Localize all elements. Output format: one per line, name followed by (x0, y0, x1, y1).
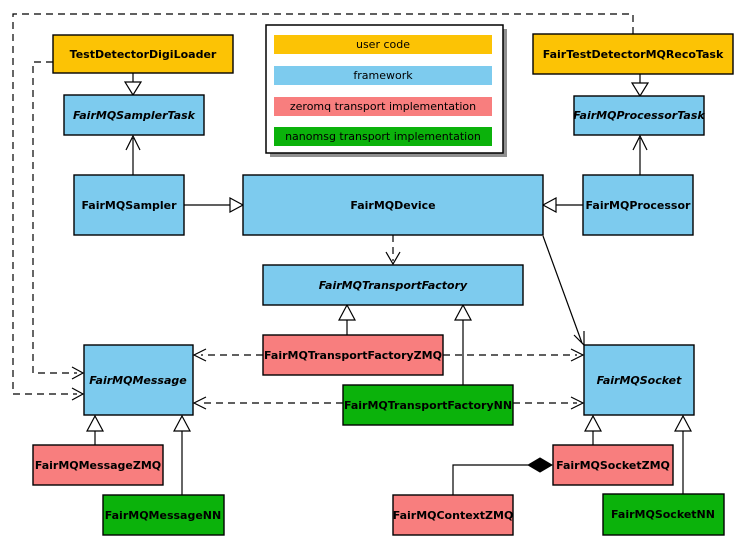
node-fairmqmessagezmq-label: FairMQMessageZMQ (35, 459, 161, 472)
node-fairmqtransportfactoryzmq: FairMQTransportFactoryZMQ (262, 334, 444, 376)
node-fairmqtransportfactoryzmq-box (262, 334, 444, 376)
node-fairmqmessage-label: FairMQMessage (89, 374, 187, 387)
arrowhead-triangle-samplertask (123, 81, 143, 97)
node-fairmqprocessor-label: FairMQProcessor (586, 199, 691, 212)
arrowhead-open-recotask-message (71, 387, 85, 401)
arrowhead-triangle-processortask (630, 82, 650, 98)
node-fairmqcontextzmq-box (392, 494, 514, 536)
arrowhead-open-samplertask (125, 134, 141, 151)
node-testdetectordigiloader-label: TestDetectorDigiLoader (70, 48, 217, 61)
node-fairmqsampler-box (73, 174, 185, 236)
legend-label-nanomsg: nanomsg transport implementation (285, 130, 481, 143)
node-fairmqsocketnn: FairMQSocketNN (602, 493, 725, 536)
node-fairmqsocketzmq: FairMQSocketZMQ (552, 444, 674, 486)
arrowhead-open-socket-left-upper (570, 348, 585, 362)
node-fairmqmessage-box (83, 344, 194, 416)
legend-label-framework: framework (353, 69, 413, 82)
edge-recotask-message-dashed (12, 13, 634, 395)
node-fairmqtransportfactory-box (262, 264, 524, 306)
arrowhead-open-digiloader-message (71, 366, 85, 380)
arrowhead-diamond-socketzmq (527, 457, 553, 473)
node-fairmqprocessor-box (582, 174, 694, 236)
arrowhead-triangle-device-right (541, 196, 557, 214)
edge-socketzmq-contextzmq (452, 464, 528, 495)
arrowhead-open-message-right-upper (192, 348, 207, 362)
legend-label-zeromq: zeromq transport implementation (290, 100, 476, 113)
legend-label-user-code: user code (356, 38, 410, 51)
node-fairmqtransportfactoryzmq-label: FairMQTransportFactoryZMQ (264, 349, 442, 362)
node-fairmqsamplertask: FairMQSamplerTask (63, 94, 205, 136)
node-fairmqsocketnn-box (602, 493, 725, 536)
node-fairmqdevice-label: FairMQDevice (350, 199, 435, 212)
node-fairmqprocessortask-box (573, 95, 705, 136)
legend-swatch-zeromq (274, 97, 492, 116)
node-fairmqmessagenn: FairMQMessageNN (102, 494, 225, 536)
node-fairmqprocessortask-label: FairMQProcessorTask (573, 109, 705, 122)
arrowhead-triangle-factory-nn (454, 303, 472, 321)
node-fairtestdetectormqrecotask-label: FairTestDetectorMQRecoTask (543, 48, 724, 61)
node-fairmqdevice-box (242, 174, 544, 236)
arrowhead-triangle-factory-zmq (338, 303, 356, 321)
arrowhead-open-socket-left-lower (570, 396, 585, 410)
arrowhead-open-processortask (632, 134, 648, 151)
node-fairmqmessage: FairMQMessage (83, 344, 194, 416)
node-fairmqtransportfactory: FairMQTransportFactory (262, 264, 524, 306)
node-fairmqsocket-box (583, 344, 695, 416)
legend-swatch-user-code (274, 35, 492, 54)
node-fairmqprocessor: FairMQProcessor (582, 174, 694, 236)
node-testdetectordigiloader-box (52, 34, 234, 74)
node-fairmqmessagezmq: FairMQMessageZMQ (32, 444, 164, 486)
arrowhead-triangle-socket-nn (674, 414, 692, 432)
node-fairmqsampler-label: FairMQSampler (81, 199, 177, 212)
node-fairmqsocketzmq-box (552, 444, 674, 486)
arrowhead-triangle-socket-zmq (584, 414, 602, 432)
node-fairmqsocketzmq-label: FairMQSocketZMQ (556, 459, 670, 472)
node-fairmqsocketnn-label: FairMQSocketNN (611, 508, 715, 521)
arrowhead-triangle-message-zmq (86, 414, 104, 432)
node-fairmqmessagenn-label: FairMQMessageNN (105, 509, 221, 522)
node-fairmqtransportfactory-label: FairMQTransportFactory (319, 279, 468, 292)
arrowhead-triangle-message-nn (173, 414, 191, 432)
node-fairmqtransportfactorynn-label: FairMQTransportFactoryNN (344, 399, 512, 412)
edge-digiloader-message-dashed (32, 61, 77, 374)
node-fairmqsamplertask-box (63, 94, 205, 136)
legend-swatch-framework (274, 66, 492, 85)
node-fairmqmessagenn-box (102, 494, 225, 536)
legend-swatch-nanomsg (274, 127, 492, 146)
node-fairtestdetectormqrecotask: FairTestDetectorMQRecoTask (532, 33, 734, 75)
edge-device-socket (542, 235, 583, 344)
node-fairmqsamplertask-label: FairMQSamplerTask (73, 109, 196, 122)
node-fairmqsocket: FairMQSocket (583, 344, 695, 416)
node-fairtestdetectormqrecotask-box (532, 33, 734, 75)
node-testdetectordigiloader: TestDetectorDigiLoader (52, 34, 234, 74)
node-fairmqcontextzmq: FairMQContextZMQ (392, 494, 514, 536)
arrowhead-open-transportfactory (385, 251, 401, 266)
node-fairmqdevice: FairMQDevice (242, 174, 544, 236)
arrowhead-open-message-right-lower (192, 396, 207, 410)
node-fairmqtransportfactorynn-box (342, 384, 514, 426)
node-fairmqsocket-label: FairMQSocket (597, 374, 683, 387)
node-fairmqtransportfactorynn: FairMQTransportFactoryNN (342, 384, 514, 426)
arrowhead-triangle-device-left (229, 196, 245, 214)
node-fairmqsampler: FairMQSampler (73, 174, 185, 236)
node-fairmqcontextzmq-label: FairMQContextZMQ (393, 509, 514, 522)
node-fairmqmessagezmq-box (32, 444, 164, 486)
legend: user code framework zeromq transport imp… (265, 24, 507, 157)
node-fairmqprocessortask: FairMQProcessorTask (573, 95, 705, 136)
